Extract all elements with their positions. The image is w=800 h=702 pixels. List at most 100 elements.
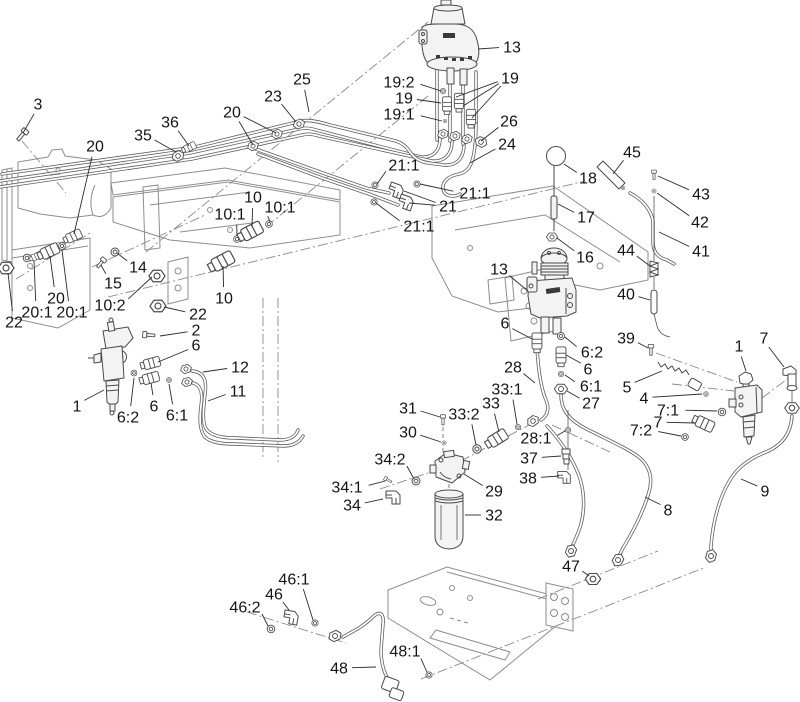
- callout-20[interactable]: 20: [47, 291, 65, 308]
- leader-line-41: [658, 231, 690, 247]
- callout-20:1[interactable]: 20:1: [56, 305, 87, 322]
- callout-21:1[interactable]: 21:1: [459, 186, 490, 203]
- leader-line-46:1: [302, 588, 314, 621]
- callout-6[interactable]: 6: [501, 316, 510, 333]
- callout-6:1[interactable]: 6:1: [580, 379, 602, 396]
- callout-42[interactable]: 42: [691, 215, 709, 232]
- callout-6[interactable]: 6: [192, 338, 201, 355]
- leader-line-19:2: [420, 83, 442, 92]
- callout-34:2[interactable]: 34:2: [374, 452, 405, 469]
- callout-10:2[interactable]: 10:2: [94, 298, 125, 315]
- callout-7:1[interactable]: 7:1: [657, 403, 679, 420]
- callout-23[interactable]: 23: [264, 89, 282, 106]
- callout-11[interactable]: 11: [230, 384, 247, 401]
- callout-30[interactable]: 30: [399, 425, 417, 442]
- leader-line-16: [556, 237, 575, 252]
- callout-3[interactable]: 3: [34, 97, 43, 114]
- leader-line-19: [455, 81, 498, 98]
- callout-4[interactable]: 4: [640, 391, 649, 408]
- callout-17[interactable]: 17: [577, 210, 595, 227]
- callout-15[interactable]: 15: [104, 276, 122, 293]
- callout-10:1[interactable]: 10:1: [214, 207, 245, 224]
- callout-46:2[interactable]: 46:2: [229, 600, 260, 617]
- callout-35[interactable]: 35: [134, 128, 152, 145]
- callout-28[interactable]: 28: [504, 360, 522, 377]
- callout-46[interactable]: 46: [265, 587, 283, 604]
- callout-34[interactable]: 34: [343, 498, 361, 515]
- callout-46:1[interactable]: 46:1: [278, 572, 309, 589]
- callout-6[interactable]: 6: [150, 399, 159, 416]
- callout-28:1[interactable]: 28:1: [520, 431, 551, 448]
- callout-29[interactable]: 29: [485, 484, 503, 501]
- callout-19[interactable]: 19: [395, 91, 413, 108]
- callout-19:1[interactable]: 19:1: [383, 107, 414, 124]
- callout-7:2[interactable]: 7:2: [630, 423, 652, 440]
- callout-21:1[interactable]: 21:1: [403, 219, 434, 236]
- callout-9[interactable]: 9: [761, 484, 770, 501]
- callout-22[interactable]: 22: [189, 307, 207, 324]
- leader-line-43: [657, 175, 690, 191]
- callout-6:2[interactable]: 6:2: [117, 410, 139, 427]
- callout-48:1[interactable]: 48:1: [389, 644, 420, 661]
- callout-8[interactable]: 8: [664, 503, 673, 520]
- callout-43[interactable]: 43: [692, 187, 710, 204]
- callout-48[interactable]: 48: [330, 661, 348, 678]
- callout-20[interactable]: 20: [86, 139, 104, 156]
- callout-7[interactable]: 7: [654, 415, 663, 432]
- leader-line-31: [420, 410, 441, 418]
- callout-32[interactable]: 32: [485, 508, 503, 525]
- callout-10[interactable]: 10: [215, 291, 233, 308]
- callout-39[interactable]: 39: [617, 331, 635, 348]
- callout-6:2[interactable]: 6:2: [581, 345, 603, 362]
- leader-line-28:1: [557, 430, 566, 436]
- callout-26[interactable]: 26: [500, 114, 518, 131]
- callout-36[interactable]: 36: [161, 115, 179, 132]
- callout-38[interactable]: 38: [519, 471, 537, 488]
- callout-6:1[interactable]: 6:1: [166, 408, 188, 425]
- leader-line-33: [494, 413, 500, 433]
- leader-line-27: [566, 390, 580, 399]
- callout-16[interactable]: 16: [576, 250, 594, 267]
- callout-10[interactable]: 10: [244, 190, 262, 207]
- callout-27[interactable]: 27: [582, 396, 600, 413]
- callout-33:1[interactable]: 33:1: [491, 382, 522, 399]
- callout-19:2[interactable]: 19:2: [383, 75, 414, 92]
- leader-line-21: [408, 202, 436, 206]
- callout-10:1[interactable]: 10:1: [264, 200, 295, 217]
- callout-14[interactable]: 14: [129, 260, 147, 277]
- callout-19[interactable]: 19: [501, 71, 519, 88]
- callout-1[interactable]: 1: [735, 339, 744, 356]
- leader-line-20:1: [33, 260, 37, 302]
- leader-line-33:2: [471, 424, 477, 446]
- callout-2[interactable]: 2: [192, 323, 201, 340]
- callout-20[interactable]: 20: [223, 105, 241, 122]
- callout-21:1[interactable]: 21:1: [388, 158, 419, 175]
- callout-31[interactable]: 31: [399, 401, 417, 418]
- callout-24[interactable]: 24: [498, 137, 516, 154]
- callout-21[interactable]: 21: [439, 199, 457, 216]
- callout-41[interactable]: 41: [692, 244, 710, 261]
- callout-47[interactable]: 47: [562, 559, 580, 576]
- callout-5[interactable]: 5: [623, 380, 632, 397]
- callout-37[interactable]: 37: [520, 451, 538, 468]
- callout-40[interactable]: 40: [617, 287, 635, 304]
- callout-25[interactable]: 25: [293, 72, 311, 89]
- callout-7[interactable]: 7: [760, 331, 769, 348]
- callout-45[interactable]: 45: [623, 145, 641, 162]
- callout-34:1[interactable]: 34:1: [331, 480, 362, 497]
- callout-1[interactable]: 1: [73, 399, 82, 416]
- callout-12[interactable]: 12: [231, 360, 249, 377]
- callout-18[interactable]: 18: [579, 171, 597, 188]
- callout-13[interactable]: 13: [490, 262, 508, 279]
- callout-44[interactable]: 44: [617, 243, 635, 260]
- callout-20:1[interactable]: 20:1: [21, 305, 52, 322]
- callout-33:2[interactable]: 33:2: [448, 407, 479, 424]
- leader-line-21:1: [375, 202, 400, 222]
- leader-line-12: [202, 368, 228, 373]
- callout-33[interactable]: 33: [482, 396, 500, 413]
- callout-22[interactable]: 22: [5, 315, 23, 332]
- callout-13[interactable]: 13: [503, 40, 521, 57]
- callout-6[interactable]: 6: [584, 362, 593, 379]
- leader-line-46:2: [261, 613, 269, 627]
- leader-line-46: [282, 601, 290, 611]
